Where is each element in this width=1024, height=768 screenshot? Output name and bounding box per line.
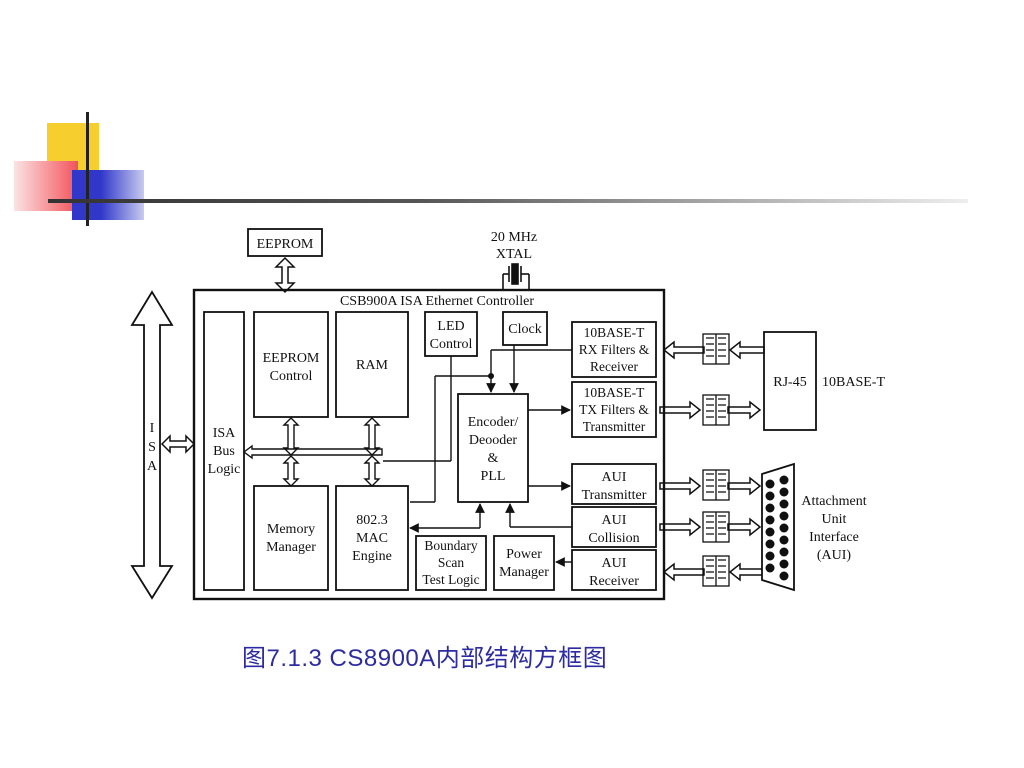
encoder-line3: &	[488, 451, 499, 466]
rx-filters-line2: RX Filters &	[579, 342, 650, 357]
attachment-line2: Unit	[822, 512, 847, 527]
boundary-scan-line2: Scan	[438, 555, 464, 570]
rj45-box	[763, 331, 817, 431]
ram-label: RAM	[356, 358, 388, 373]
isa-letter-s: S	[148, 440, 156, 455]
encoder-line4: PLL	[481, 469, 506, 484]
boundary-scan-line1: Boundary	[424, 538, 477, 553]
eeprom-control-box	[253, 311, 329, 418]
eeprom-control-line1: EEPROM	[263, 351, 320, 366]
external-arrows	[659, 340, 765, 582]
controller-title: CSB900A ISA Ethernet Controller	[340, 294, 534, 309]
aui-collision-line1: AUI	[602, 513, 627, 528]
power-manager-box	[493, 535, 555, 591]
tx-filters-line2: TX Filters &	[579, 402, 649, 417]
memory-manager-line1: Memory	[267, 522, 315, 537]
eeprom-chip-label: EEPROM	[257, 237, 314, 252]
transformer-icon	[702, 555, 730, 587]
transformer-icon	[702, 394, 730, 426]
clock-box	[502, 311, 548, 346]
figure-caption: 图7.1.3 CS8900A内部结构方框图	[242, 645, 608, 672]
transformer-icon	[702, 333, 730, 365]
isa-bus-logic-line1: ISA	[213, 426, 236, 441]
attachment-line4: (AUI)	[817, 548, 852, 563]
aui-receiver-line1: AUI	[602, 556, 627, 571]
xtal-frequency: 20 MHz	[491, 230, 537, 245]
aui-transmitter-box	[571, 463, 657, 505]
encoder-line2: Deooder	[469, 433, 518, 448]
boundary-scan-line3: Test Logic	[422, 572, 479, 587]
aui-transmitter-line2: Transmitter	[582, 488, 647, 503]
memory-manager-box	[253, 485, 329, 591]
internal-bus-arrows	[242, 417, 383, 487]
junction-dot	[488, 373, 494, 379]
tx-filters-line1: 10BASE-T	[584, 385, 646, 400]
aui-collision-line2: Collision	[588, 531, 639, 546]
isa-link-arrow	[160, 434, 196, 454]
memory-manager-line2: Manager	[266, 540, 316, 555]
tx-filters-line3: Transmitter	[583, 419, 646, 434]
tx-filters-box	[571, 381, 657, 438]
led-control-line2: Control	[430, 337, 473, 352]
accent-horizontal-line	[48, 199, 968, 203]
eeprom-bus-arrow	[274, 256, 296, 294]
crystal-icon	[502, 263, 530, 290]
mac-engine-line2: MAC	[356, 531, 388, 546]
isa-bus-arrow	[130, 290, 174, 600]
led-control-line1: LED	[437, 319, 464, 334]
aui-connector-icon	[761, 462, 795, 592]
boundary-scan-box	[415, 535, 487, 591]
xtal-label: XTAL	[496, 247, 532, 262]
aui-receiver-box	[571, 549, 657, 591]
attachment-line3: Interface	[809, 530, 859, 545]
signal-lines	[383, 345, 572, 567]
clock-label: Clock	[508, 322, 541, 337]
aui-receiver-line2: Receiver	[589, 574, 639, 589]
isa-bus-logic-box	[203, 311, 245, 591]
accent-vertical-line	[86, 112, 89, 226]
attachment-line1: Attachment	[801, 494, 866, 509]
isa-letter-i: I	[150, 421, 155, 436]
isa-bus-logic-line3: Logic	[208, 462, 241, 477]
ram-box	[335, 311, 409, 418]
rj45-label: RJ-45	[773, 375, 806, 390]
rx-filters-line1: 10BASE-T	[584, 325, 646, 340]
power-manager-line2: Manager	[499, 565, 549, 580]
mac-engine-line1: 802.3	[356, 513, 388, 528]
eeprom-control-line2: Control	[270, 369, 313, 384]
encoder-pll-box	[457, 393, 529, 503]
blue-accent-square	[72, 170, 144, 220]
rx-filters-line3: Receiver	[590, 359, 638, 374]
isa-bus-logic-line2: Bus	[213, 444, 235, 459]
mac-engine-line3: Engine	[352, 549, 392, 564]
tenbaset-label: 10BASE-T	[822, 375, 885, 390]
isa-letter-a: A	[147, 459, 158, 474]
transformer-icon	[702, 469, 730, 501]
power-manager-line1: Power	[506, 547, 542, 562]
eeprom-chip-box	[247, 228, 323, 257]
transformer-icon	[702, 511, 730, 543]
encoder-line1: Encoder/	[468, 415, 519, 430]
aui-transmitter-line1: AUI	[602, 470, 627, 485]
